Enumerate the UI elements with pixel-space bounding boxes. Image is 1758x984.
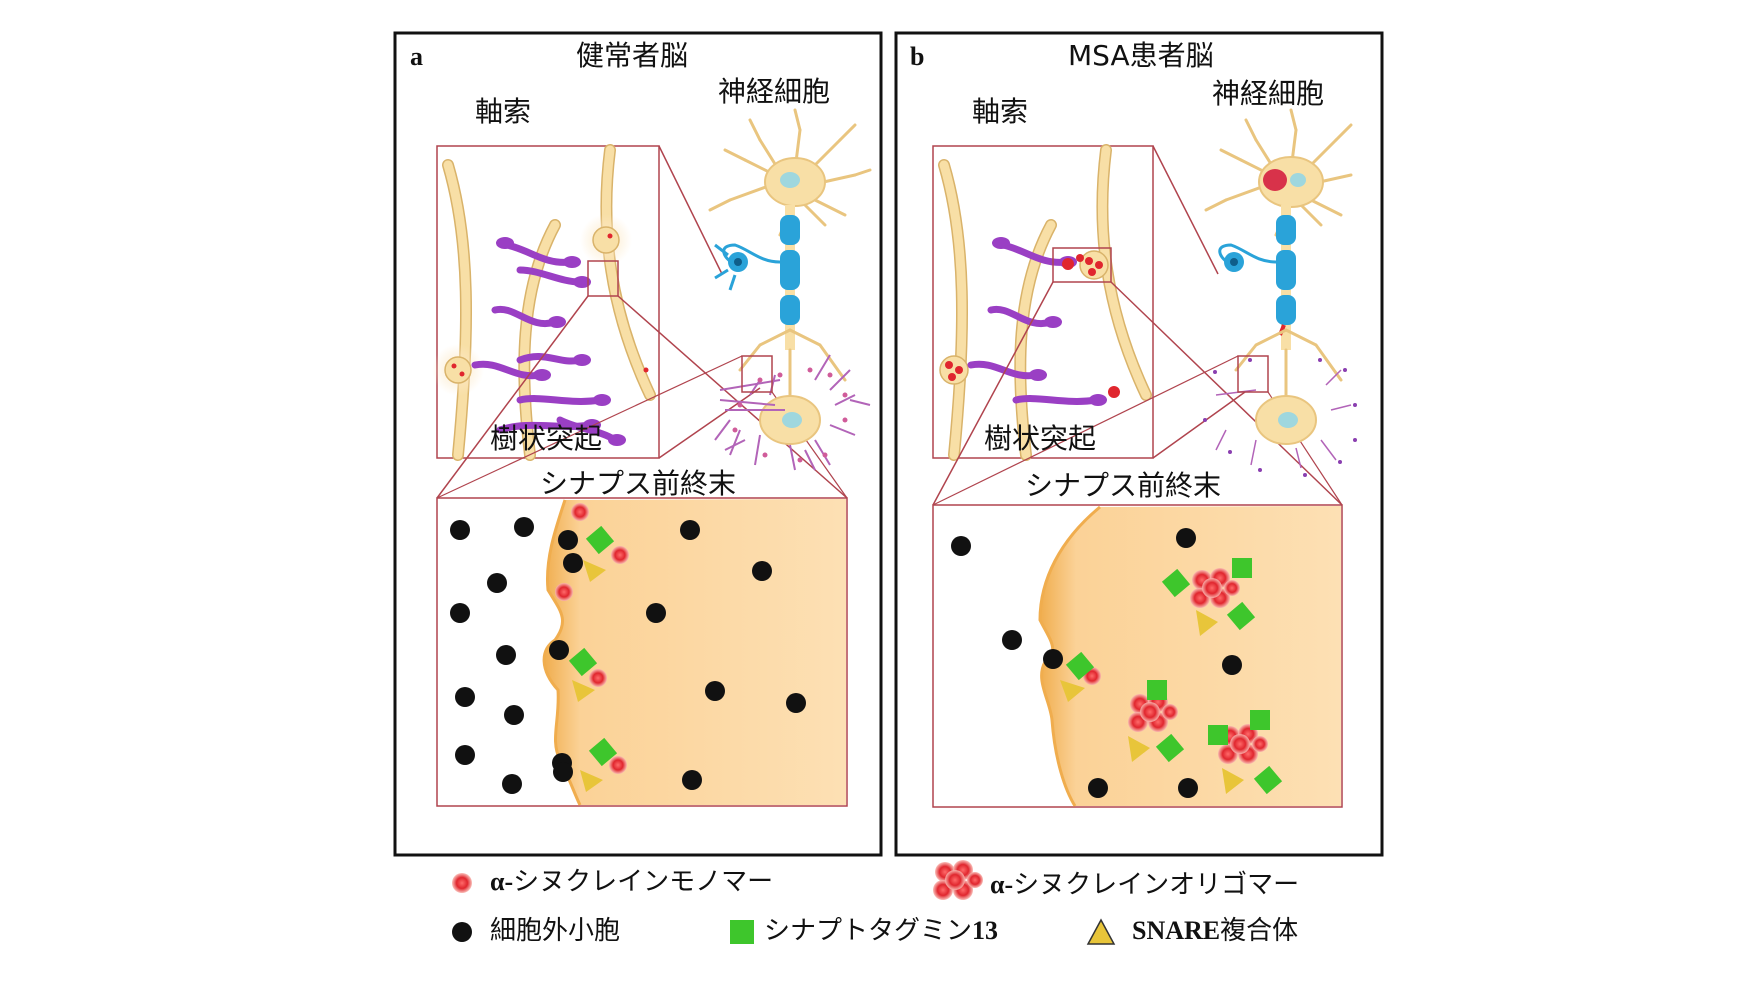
- panel-b-letter: b: [910, 42, 925, 71]
- panel-b-neuron-label: 神経細胞: [1212, 77, 1325, 110]
- neuron-illustration-b: [1203, 108, 1357, 477]
- zoom-line: [658, 387, 761, 459]
- legend-synaptotagmin-icon: [730, 920, 754, 944]
- legend-exosome-label: 細胞外小胞: [490, 916, 621, 946]
- panel-a-letter: a: [410, 42, 423, 71]
- zoom-line: [658, 145, 723, 275]
- legend-oligomer-label: α-シヌクレインオリゴマー: [990, 870, 1300, 900]
- panel-a-presynaptic-label: シナプス前終末: [540, 467, 737, 500]
- exosomes-a: [450, 517, 806, 794]
- oligomer-clusters-b: [1128, 568, 1268, 764]
- monomers-a: [555, 503, 629, 774]
- legend-monomer-icon: [452, 873, 472, 893]
- dendrite-inset-b: [932, 144, 1154, 461]
- panel-b-title: MSA患者脳: [1068, 39, 1214, 72]
- panel-b-presynaptic-label: シナプス前終末: [1025, 469, 1222, 502]
- dendrite-inset-a: [432, 144, 660, 461]
- exosomes-b: [951, 528, 1242, 798]
- legend-synaptotagmin-label: シナプトタグミン13: [764, 916, 999, 946]
- panel-b-dendrite-label: 樹状突起: [984, 422, 1097, 455]
- panel-a-title: 健常者脳: [576, 39, 689, 72]
- presynaptic-terminal-inset-a: [436, 497, 848, 807]
- panel-b: [894, 31, 1384, 857]
- panel-a-axon-label: 軸索: [475, 95, 532, 128]
- legend-snare-icon: [1086, 918, 1116, 945]
- legend-exosome-icon: [452, 922, 472, 942]
- presynaptic-terminal-inset-b: [932, 504, 1343, 808]
- snares-a: [572, 560, 606, 792]
- synaptotagmins-a: [568, 525, 618, 767]
- legend-snare-label: SNARE複合体: [1132, 916, 1299, 946]
- legend-monomer-label: α-シヌクレインモノマー: [490, 867, 774, 897]
- panel-a: [393, 31, 883, 857]
- neuron-illustration-a: [708, 108, 872, 471]
- panel-a-dendrite-label: 樹状突起: [490, 422, 603, 455]
- panel-b-axon-label: 軸索: [972, 95, 1029, 128]
- legend-icons: [452, 860, 1116, 945]
- legend-oligomer-icon: [933, 860, 983, 900]
- panel-a-neuron-label: 神経細胞: [718, 75, 831, 108]
